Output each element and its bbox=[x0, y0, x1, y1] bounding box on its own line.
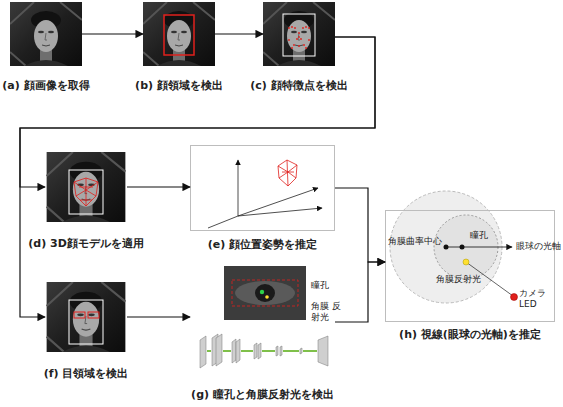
step-caption: (g) 瞳孔と角膜反射光を検出 bbox=[191, 387, 334, 402]
annotation-label: カメラ LED bbox=[519, 288, 549, 310]
step-caption: (h) 視線(眼球の光軸)を推定 bbox=[399, 327, 541, 342]
annotation-label: 角膜 反射光 bbox=[311, 301, 341, 323]
image-panel: (d) 3D顔モデルを適用 bbox=[45, 152, 127, 222]
flow-arrow bbox=[20, 37, 375, 187]
step-caption: (a) 顔画像を取得 bbox=[2, 78, 89, 93]
flow-arrow bbox=[127, 316, 190, 317]
step-caption: (e) 顔位置姿勢を推定 bbox=[208, 237, 317, 252]
flow-arrow bbox=[335, 262, 385, 322]
flow-arrow bbox=[82, 33, 143, 34]
step-caption: (c) 顔特徴点を検出 bbox=[250, 78, 347, 93]
flow-arrow bbox=[20, 37, 375, 317]
annotation-label: 眼球の光軸 bbox=[516, 241, 563, 252]
annotation-label: 瞳孔 bbox=[470, 230, 494, 241]
image-panel: (e) 顔位置姿勢を推定 bbox=[190, 145, 335, 231]
step-caption: (f) 目領域を検出 bbox=[44, 366, 129, 381]
image-panel: (b) 顔領域を検出 bbox=[143, 2, 215, 66]
flow-arrow bbox=[335, 188, 385, 262]
flow-arrow bbox=[127, 186, 190, 187]
image-panel: (c) 顔特徴点を検出 bbox=[263, 2, 335, 66]
image-panel: (a) 顔画像を取得 bbox=[10, 2, 82, 66]
image-panel: (f) 目領域を検出 bbox=[45, 282, 127, 352]
annotation-label: 角膜曲率中心 bbox=[388, 236, 448, 247]
flow-arrow bbox=[215, 33, 263, 34]
step-caption: (b) 顔領域を検出 bbox=[135, 78, 223, 93]
step-caption: (d) 3D顔モデルを適用 bbox=[28, 236, 144, 251]
annotation-label: 角膜反射光 bbox=[436, 274, 496, 285]
annotation-label: 瞳孔 bbox=[311, 280, 341, 291]
